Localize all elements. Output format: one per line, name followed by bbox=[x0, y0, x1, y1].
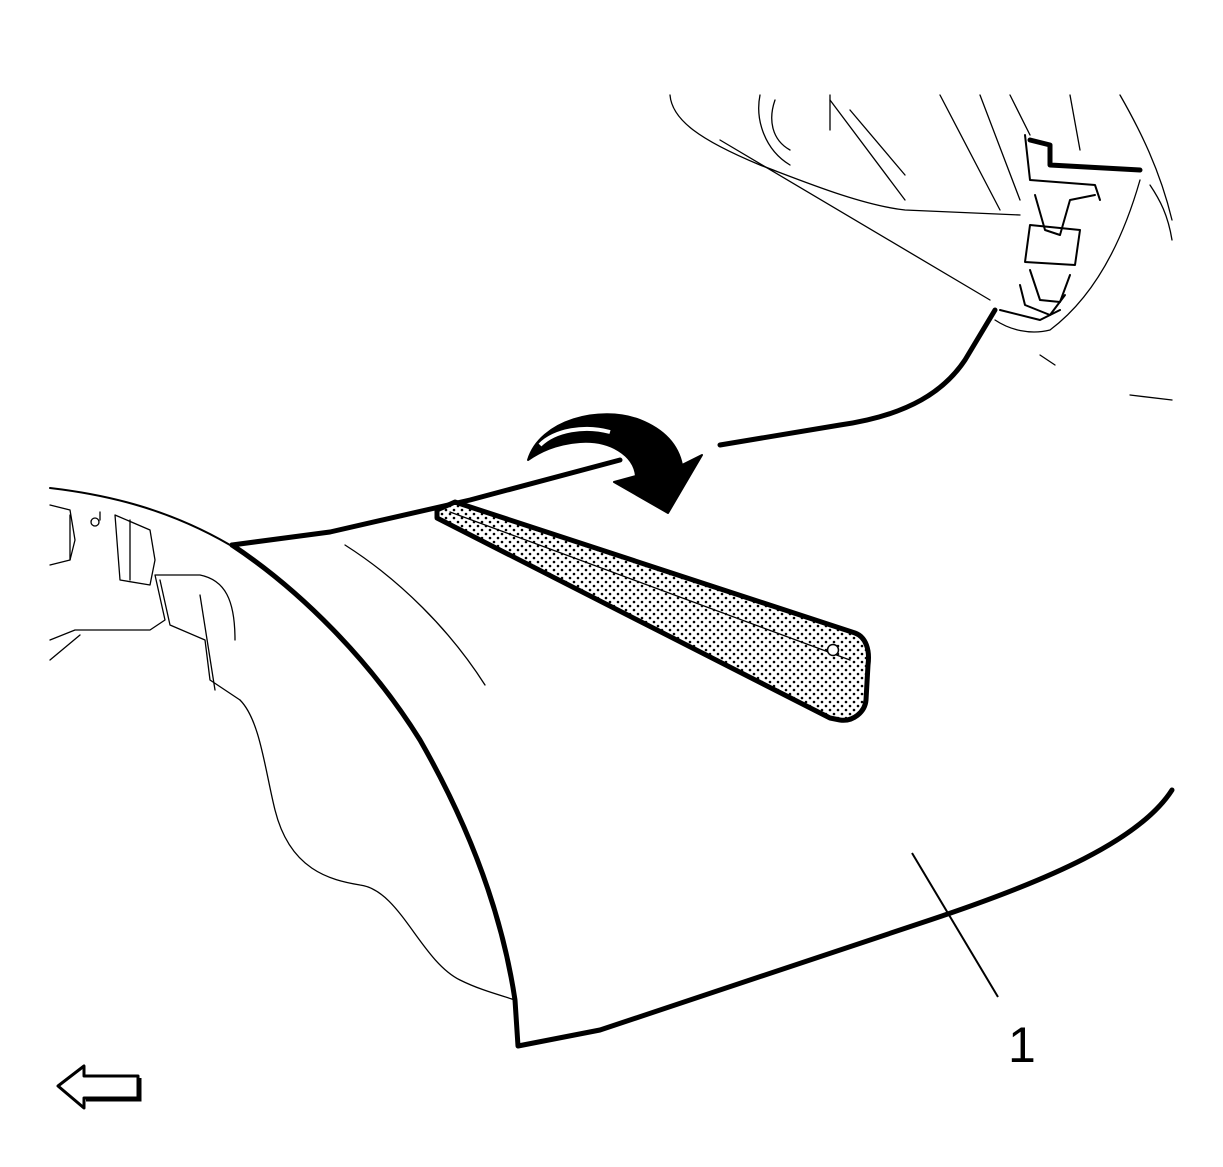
wheelhouse-liner-panel bbox=[229, 307, 1175, 1049]
direction-arrow-left-icon bbox=[56, 1064, 142, 1110]
foam-sealer-strip bbox=[434, 499, 871, 723]
upper-body-structure bbox=[669, 94, 1173, 401]
callout-label-1: 1 bbox=[1008, 1017, 1036, 1073]
callout-leader-1 bbox=[911, 852, 999, 998]
rotation-arrow-icon bbox=[527, 413, 703, 514]
left-body-structure bbox=[49, 487, 516, 1001]
